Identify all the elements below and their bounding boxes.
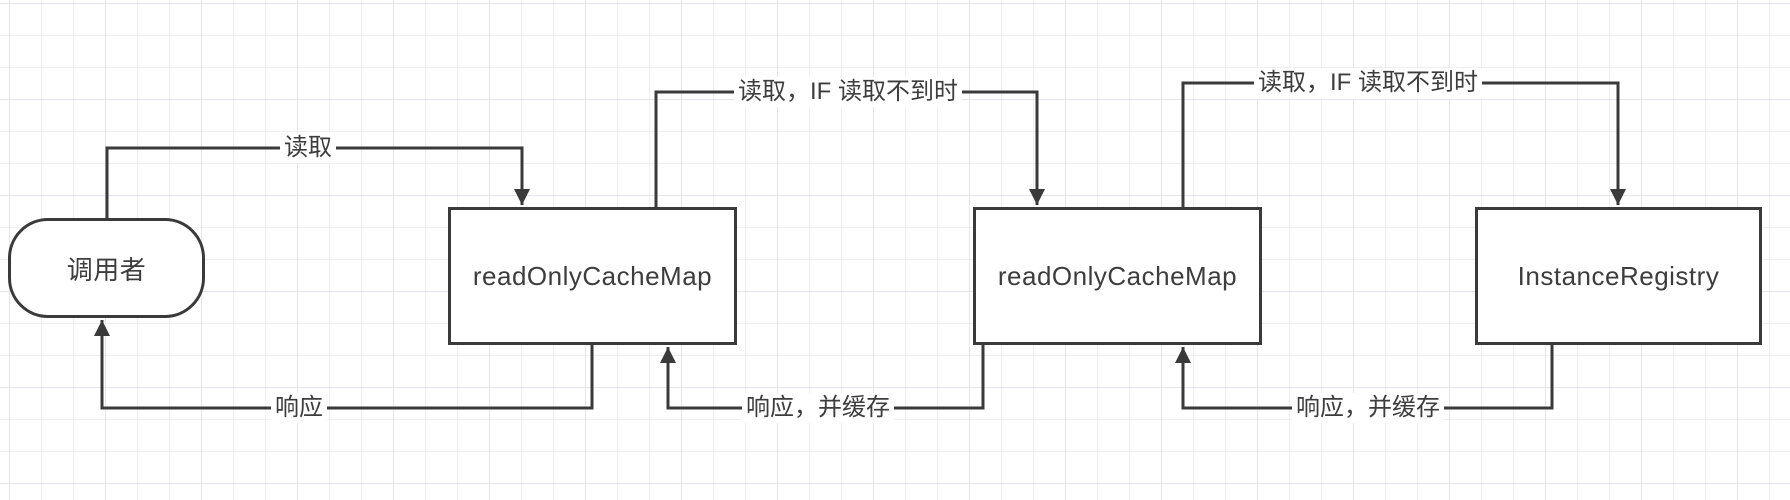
edge-label-read-if-miss-1: 读取，IF 读取不到时 <box>734 77 962 107</box>
edge-label-read-if-miss-2: 读取，IF 读取不到时 <box>1254 68 1482 98</box>
node-instanceregistry: InstanceRegistry <box>1475 207 1762 345</box>
edge-label-respond: 响应 <box>271 393 327 423</box>
node-caller: 调用者 <box>8 218 205 318</box>
node-readonlycachemap-2-label: readOnlyCacheMap <box>997 260 1238 291</box>
node-caller-label: 调用者 <box>66 254 147 285</box>
edge-label-read: 读取 <box>280 133 336 163</box>
edge-cache1-to-caller <box>94 320 594 410</box>
node-readonlycachemap-2: readOnlyCacheMap <box>973 207 1262 345</box>
edge-cache1-to-cache2 <box>654 90 1045 207</box>
node-readonlycachemap-1-label: readOnlyCacheMap <box>472 260 713 291</box>
edge-label-respond-cache-1: 响应，并缓存 <box>742 393 894 423</box>
edge-label-respond-cache-2: 响应，并缓存 <box>1292 393 1444 423</box>
node-instanceregistry-label: InstanceRegistry <box>1517 260 1720 291</box>
edge-cache2-to-registry <box>1181 81 1626 207</box>
node-readonlycachemap-1: readOnlyCacheMap <box>448 207 737 345</box>
